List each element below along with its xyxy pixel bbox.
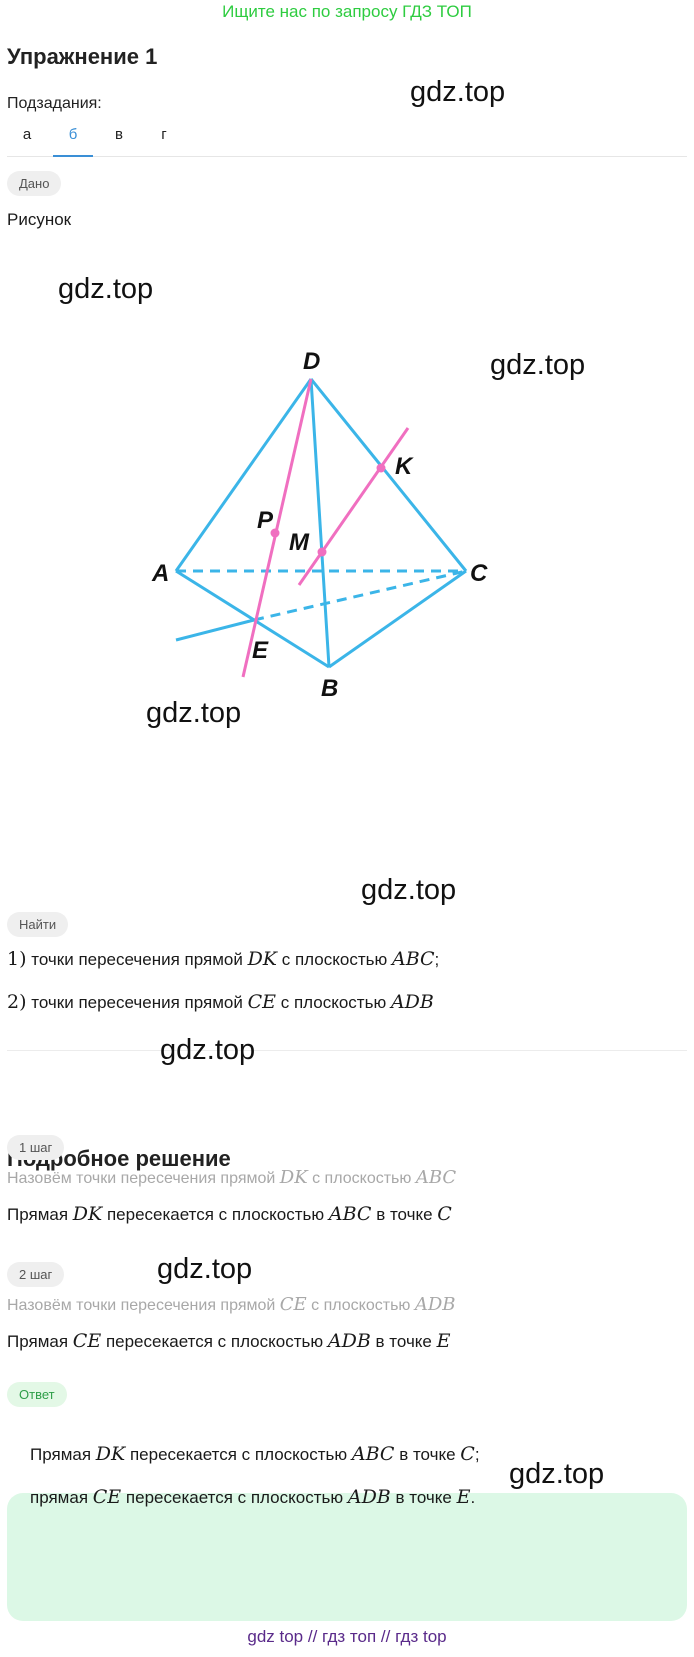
step1-text: Прямая DK пересекается с плоскостью ABC …: [7, 1203, 452, 1225]
given-pill: Дано: [7, 171, 62, 196]
edge-da: [174, 378, 313, 572]
point-p: [270, 528, 280, 538]
watermark: gdz.top: [410, 76, 506, 108]
line-de: [241, 378, 313, 678]
watermark: gdz.top: [160, 1034, 256, 1066]
watermark: gdz.top: [58, 273, 154, 305]
tab-v[interactable]: в: [115, 126, 123, 143]
answer-line-1: Прямая DK пересекается с плоскостью ABC …: [30, 1443, 480, 1465]
promo-banner[interactable]: Ищите нас по запросу ГДЗ ТОП: [222, 2, 472, 21]
point-m: [317, 547, 327, 557]
find-item-2: 2) точки пересечения прямой CE с плоскос…: [7, 991, 434, 1013]
subtasks-label: Подзадания:: [7, 95, 102, 112]
pyramid-edges: [174, 378, 468, 669]
watermark: gdz.top: [146, 697, 242, 729]
footer-separator: //: [307, 1627, 318, 1646]
point-label-m: M: [289, 529, 310, 556]
watermark: gdz.top: [157, 1253, 253, 1285]
exercise-title: Упражнение 1: [7, 44, 158, 69]
line-ce-visible: [175, 618, 255, 642]
point-label-b: B: [321, 675, 338, 702]
step2-pill: 2 шаг: [7, 1262, 65, 1287]
point-label-c: C: [470, 560, 488, 587]
answer-pill: Ответ: [7, 1382, 67, 1407]
find-item-1: 1) точки пересечения прямой DK с плоскос…: [7, 948, 440, 970]
step1-note: Назовём точки пересечения прямой DK с пл…: [7, 1167, 457, 1188]
footer-link-gdz-top-ru[interactable]: гдз топ: [322, 1627, 377, 1646]
point-k: [376, 463, 386, 473]
footer-links: gdz top // гдз топ // гдз top: [0, 1627, 694, 1647]
edge-cb: [328, 569, 467, 669]
answer-box: [7, 1493, 687, 1621]
point-label-p: P: [257, 507, 274, 534]
point-label-e: E: [252, 637, 269, 664]
edge-db: [309, 378, 331, 668]
watermark: gdz.top: [490, 349, 586, 381]
find-pill: Найти: [7, 912, 69, 937]
tab-g[interactable]: г: [161, 126, 167, 143]
figure-label: Рисунок: [7, 210, 72, 229]
point-label-k: K: [395, 453, 414, 480]
subtask-tabs: а б в г: [7, 126, 687, 157]
tab-b[interactable]: б: [53, 126, 93, 157]
footer-link-gdz-top[interactable]: gdz top: [247, 1627, 304, 1646]
step2-text: Прямая CE пересекается с плоскостью ADB …: [7, 1330, 451, 1352]
footer-separator: //: [380, 1627, 391, 1646]
footer-link-gdz-top-mixed[interactable]: гдз top: [395, 1627, 447, 1646]
section-divider: [7, 1050, 687, 1051]
highlight-points: [270, 463, 386, 557]
step1-pill: 1 шаг: [7, 1135, 65, 1160]
step2-note: Назовём точки пересечения прямой CE с пл…: [7, 1294, 456, 1315]
line-dk: [297, 427, 410, 586]
answer-line-2: прямая CE пересекается с плоскостью ADB …: [30, 1486, 476, 1508]
pyramid-figure: D A C B E P M K: [151, 348, 488, 702]
line-ce-hidden: [253, 569, 467, 622]
point-label-d: D: [303, 348, 320, 375]
tab-a[interactable]: а: [22, 126, 32, 143]
highlight-lines: [241, 378, 410, 678]
watermark: gdz.top: [509, 1458, 605, 1490]
point-label-a: A: [151, 560, 169, 587]
edge-dc: [309, 378, 468, 572]
watermark: gdz.top: [361, 874, 457, 906]
